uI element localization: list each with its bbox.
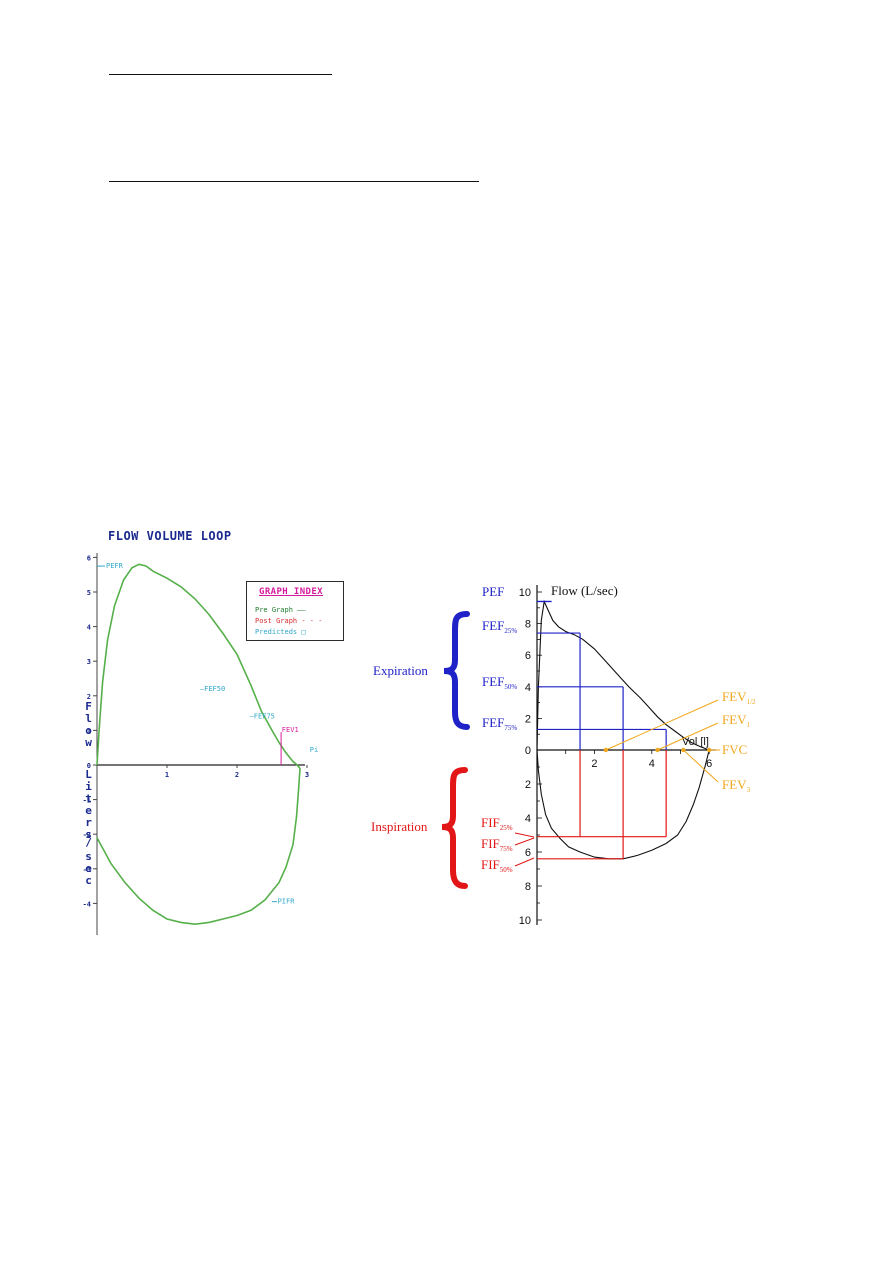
left-y-tick-label: 5 (87, 589, 91, 597)
legend-predicteds: Predicteds □ (255, 628, 306, 636)
fev3-leader (683, 749, 719, 783)
right-y-tick-label: 10 (519, 915, 531, 927)
fef75-marker-label: –FEF75 (250, 713, 275, 721)
right-y-tick-label: 10 (519, 587, 531, 599)
left-x-tick-label: 1 (165, 771, 169, 779)
legend-post-graph: Post Graph - - - (255, 617, 323, 625)
fef25-label: FEF25% (482, 618, 517, 635)
fev3-label: FEV3 (722, 777, 751, 794)
left-y-tick-label: 3 (87, 658, 91, 666)
left-ylabel-flow: Flow (82, 700, 95, 748)
left-ylabel-sec: sec (82, 850, 95, 886)
fif75-label: FIF75% (481, 836, 513, 853)
expiration-brace (443, 611, 470, 730)
right-y-tick-label: 6 (525, 847, 531, 859)
fev-half-leader (605, 699, 719, 751)
fev-half-label: FEV1/2 (722, 689, 756, 706)
fef75-label: FEF75% (482, 715, 517, 732)
left-y-tick-label: 2 (87, 693, 91, 701)
expiration-label: Expiration (373, 663, 428, 678)
fev1-marker-label: FEV1 (282, 726, 299, 734)
pef-label: PEF (482, 584, 504, 599)
legend-pre-graph: Pre Graph —— (255, 606, 306, 614)
left-y-tick-label: 1 (87, 727, 91, 735)
left-y-tick-label: -2 (83, 831, 91, 839)
right-y-tick-label: 8 (525, 619, 531, 631)
left-ylabel-slash: / (82, 836, 95, 848)
pre-graph-loop-line (96, 563, 301, 926)
right-x-tick-label: 4 (649, 758, 655, 770)
section-heading-underline (109, 74, 332, 75)
inspiration-brace (441, 767, 468, 889)
fif50-label: FIF50% (481, 857, 513, 874)
right-y-tick-label: 0 (525, 745, 531, 757)
pifr-marker-label: PIFR (278, 898, 296, 906)
right-y-tick-label: 6 (525, 650, 531, 662)
fif25-label: FIF25% (481, 815, 513, 832)
right-y-tick-label: 2 (525, 713, 531, 725)
left-chart-title: FLOW VOLUME LOOP (108, 529, 232, 543)
expiration-curve-line (536, 599, 710, 751)
pi-marker-label: Pi (310, 746, 318, 754)
fev1-leader (657, 722, 719, 751)
right-y-tick-label: 4 (525, 813, 531, 825)
graph-index-title: GRAPH INDEX (259, 587, 324, 597)
left-ylabel-liters: Liters (82, 768, 95, 840)
flow-axis-label: Flow (L/sec) (551, 583, 618, 598)
pefr-marker-label: PEFR (106, 562, 124, 570)
right-y-tick-label: 8 (525, 881, 531, 893)
fef50-marker-label: –FEF50 (200, 685, 225, 693)
graph-index-legend: GRAPH INDEX Pre Graph —— Post Graph - - … (246, 581, 344, 641)
fvc-label: FVC (722, 742, 747, 757)
subsection-heading-underline (109, 181, 479, 182)
fif75-leader (514, 837, 535, 846)
vol-axis-label: Vol [l] (682, 736, 709, 748)
left-y-tick-label: 6 (87, 554, 91, 562)
fif50-leader (514, 857, 535, 867)
fef50-label: FEF50% (482, 674, 517, 691)
right-x-tick-label: 6 (706, 758, 712, 770)
right-x-tick-label: 2 (591, 758, 597, 770)
left-x-tick-label: 2 (235, 771, 239, 779)
fev1-label: FEV1 (722, 712, 751, 729)
left-y-tick-label: -1 (83, 797, 91, 805)
right-y-tick-label: 4 (525, 682, 531, 694)
left-x-tick-label: 3 (305, 771, 309, 779)
right-y-tick-label: 2 (525, 779, 531, 791)
fif25-leader (514, 832, 535, 838)
left-y-tick-label: 4 (87, 624, 91, 632)
left-y-tick-label: 0 (87, 762, 91, 770)
inspiration-label: Inspiration (371, 819, 428, 834)
left-y-tick-label: -4 (83, 900, 91, 908)
left-y-tick-label: -3 (83, 866, 91, 874)
